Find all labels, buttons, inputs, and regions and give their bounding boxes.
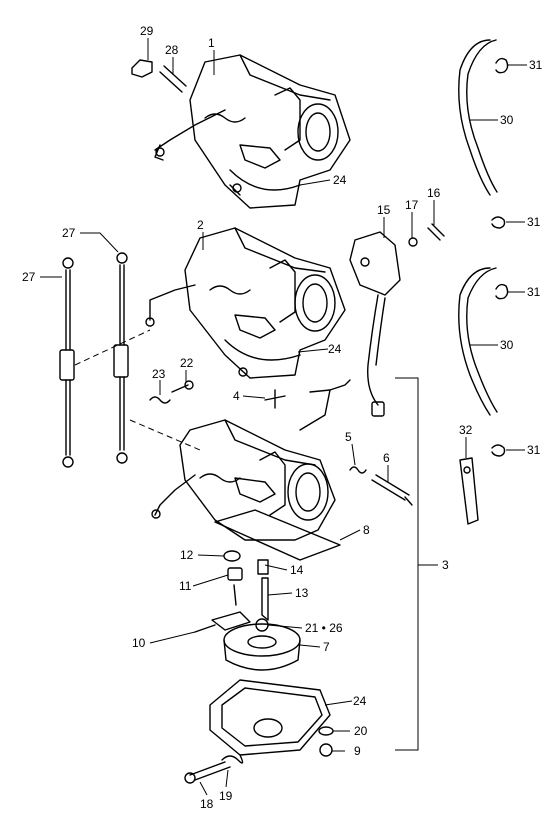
callout-3: 3 — [442, 558, 449, 572]
callout-27-right: 27 — [62, 226, 76, 240]
callout-31-c: 31 — [527, 285, 541, 299]
callout-28: 28 — [165, 43, 179, 57]
carburetor-bottom — [151, 379, 351, 541]
callout-9: 9 — [354, 744, 361, 758]
gasket — [214, 509, 341, 561]
float-bowl-parts — [184, 550, 334, 784]
callout-24-middle: 24 — [328, 342, 342, 356]
callout-2: 2 — [197, 218, 204, 232]
callout-19: 19 — [219, 789, 233, 803]
group-3-bracket — [395, 377, 438, 751]
callout-29: 29 — [140, 24, 154, 38]
callout-1: 1 — [208, 36, 215, 50]
callout-7: 7 — [323, 640, 330, 654]
callout-30-top: 30 — [500, 113, 514, 127]
callout-4: 4 — [233, 389, 240, 403]
callout-14: 14 — [290, 563, 304, 577]
callout-labels: 1 28 29 24 2 27 27 24 22 23 4 5 6 8 12 1… — [22, 24, 543, 811]
leader-lines — [40, 38, 527, 796]
callout-31-a: 31 — [529, 58, 543, 72]
linkage-rods — [59, 252, 201, 468]
sensor-assembly — [349, 223, 445, 417]
callout-20: 20 — [354, 724, 368, 738]
callout-10: 10 — [132, 636, 146, 650]
callout-32: 32 — [459, 423, 473, 437]
callout-24-bottom: 24 — [353, 694, 367, 708]
small-parts — [131, 59, 413, 506]
callout-16: 16 — [427, 186, 441, 200]
callout-12: 12 — [180, 548, 194, 562]
callout-27-left: 27 — [22, 270, 36, 284]
carburetor-top — [154, 54, 351, 209]
callout-18: 18 — [200, 797, 214, 811]
hoses-and-clips — [458, 39, 509, 525]
callout-8: 8 — [363, 523, 370, 537]
callout-11: 11 — [179, 579, 192, 593]
callout-31-b: 31 — [527, 215, 541, 229]
callout-30-bottom: 30 — [500, 338, 514, 352]
callout-31-d: 31 — [527, 443, 541, 457]
callout-23: 23 — [152, 367, 166, 381]
callout-21-26: 21 • 26 — [305, 621, 343, 635]
callout-24-top: 24 — [333, 173, 347, 187]
callout-5: 5 — [345, 430, 352, 444]
callout-22: 22 — [180, 356, 194, 370]
callout-6: 6 — [383, 451, 390, 465]
callout-15: 15 — [377, 203, 391, 217]
callout-13: 13 — [295, 586, 309, 600]
carburetor-middle — [145, 227, 346, 379]
callout-17: 17 — [405, 198, 419, 212]
